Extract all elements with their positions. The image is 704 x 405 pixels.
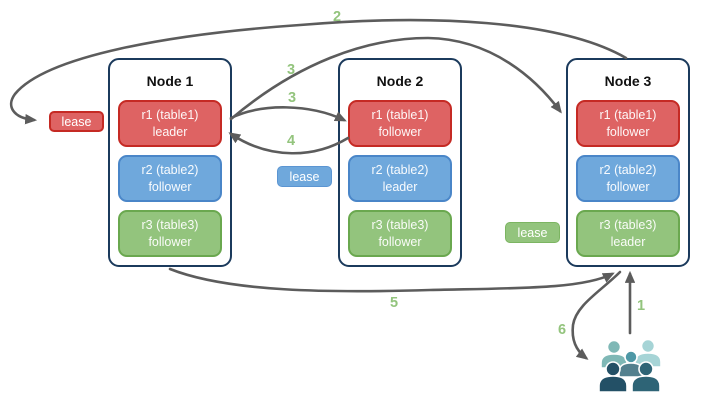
node-2: Node 2 r1 (table1) follower r2 (table2) …	[338, 58, 462, 267]
lease-badge-table1: lease	[49, 111, 104, 132]
node1-replica-r1: r1 (table1) leader	[118, 100, 222, 147]
step-label-6: 6	[557, 322, 567, 338]
replica-name: r3 (table3)	[141, 218, 199, 233]
replica-name: r3 (table3)	[371, 218, 429, 233]
lease-badge-table3: lease	[505, 222, 560, 243]
node3-replica-r1: r1 (table1) follower	[576, 100, 680, 147]
replica-name: r2 (table2)	[371, 163, 429, 178]
replica-name: r2 (table2)	[599, 163, 657, 178]
arrow-step6-node3-to-clients	[571, 270, 622, 360]
node-2-title: Node 2	[376, 73, 424, 89]
replica-name: r2 (table2)	[141, 163, 199, 178]
replica-role: leader	[382, 179, 418, 194]
node3-replica-r3: r3 (table3) leader	[576, 210, 680, 257]
step-label-4: 4	[286, 133, 296, 149]
node2-replica-r2: r2 (table2) leader	[348, 155, 452, 202]
arrow-step3-node1-to-node2	[229, 106, 347, 122]
replica-role: leader	[152, 124, 188, 139]
node-3: Node 3 r1 (table1) follower r2 (table2) …	[566, 58, 690, 267]
node-1: Node 1 r1 (table1) leader r2 (table2) fo…	[108, 58, 232, 267]
people-group-icon	[598, 338, 662, 393]
step-label-3b: 3	[287, 90, 297, 106]
node-1-title: Node 1	[146, 73, 194, 89]
node3-replica-r2: r2 (table2) follower	[576, 155, 680, 202]
replica-role: follower	[606, 124, 650, 139]
step-label-1: 1	[636, 298, 646, 314]
replica-name: r1 (table1)	[371, 108, 429, 123]
replica-role: follower	[378, 124, 422, 139]
step-label-3a: 3	[286, 62, 296, 78]
lease-badge-table2: lease	[277, 166, 332, 187]
step-label-2: 2	[332, 9, 342, 25]
replica-role: leader	[610, 234, 646, 249]
replica-role: follower	[148, 234, 192, 249]
node2-replica-r3: r3 (table3) follower	[348, 210, 452, 257]
replica-role: follower	[378, 234, 422, 249]
replica-name: r3 (table3)	[599, 218, 657, 233]
replica-name: r1 (table1)	[141, 108, 199, 123]
node1-replica-r2: r2 (table2) follower	[118, 155, 222, 202]
replica-name: r1 (table1)	[599, 108, 657, 123]
arrow-step2-node3-to-lease1	[9, 18, 628, 125]
replica-role: follower	[606, 179, 650, 194]
step-label-5: 5	[389, 295, 399, 311]
node2-replica-r1: r1 (table1) follower	[348, 100, 452, 147]
arrow-step5-node1-to-node3	[168, 267, 615, 293]
node-3-title: Node 3	[604, 73, 652, 89]
replica-role: follower	[148, 179, 192, 194]
node1-replica-r3: r3 (table3) follower	[118, 210, 222, 257]
